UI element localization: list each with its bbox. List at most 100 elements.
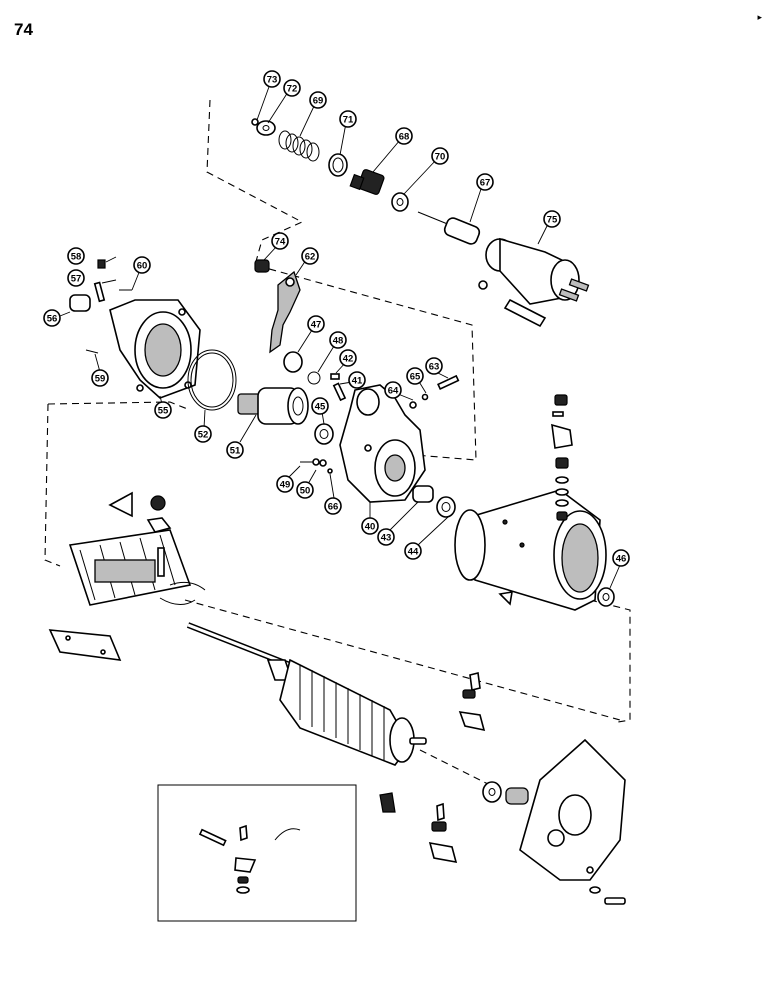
- callout-label: 63: [429, 362, 440, 373]
- callout-label: 46: [616, 554, 627, 565]
- part-72-washer: [256, 120, 276, 136]
- callout-67: 67: [476, 173, 494, 191]
- part-44-washer: [436, 496, 456, 518]
- brush-screw-bottom: [436, 802, 445, 822]
- part-56-bushing: [69, 294, 91, 312]
- callout-75: 75: [543, 210, 561, 228]
- callout-label: 40: [365, 522, 376, 533]
- part-71-ring: [328, 153, 348, 177]
- callout-52: 52: [194, 425, 212, 443]
- callouts: 73 72 69 71 68 70 67 75 74 62 58 60 57 5…: [43, 70, 630, 567]
- callout-label: 51: [230, 446, 241, 457]
- inset-bracket: [234, 857, 257, 873]
- callout-label: 60: [137, 261, 148, 272]
- callout-43: 43: [377, 528, 395, 546]
- frame-screw: [498, 591, 513, 606]
- part-65-ring: [421, 393, 429, 401]
- callout-72: 72: [283, 79, 301, 97]
- brush-nut-bottom: [431, 821, 447, 832]
- brush-plate-insulator: [48, 629, 122, 661]
- armature: [186, 622, 427, 766]
- part-46-washer: [597, 587, 615, 607]
- inset-detail-box: [157, 784, 357, 922]
- callout-label: 42: [343, 354, 354, 365]
- part-55-drive-housing: [109, 299, 201, 399]
- callout-label: 62: [305, 252, 316, 263]
- callout-59: 59: [91, 369, 109, 387]
- callout-label: 74: [275, 237, 286, 248]
- part-58-plug: [97, 259, 106, 269]
- brush-screw-top: [469, 672, 481, 691]
- part-47-seal: [283, 351, 303, 373]
- part-68-plunger-head: [349, 169, 385, 195]
- callout-label: 72: [287, 84, 298, 95]
- inset-nut: [237, 876, 249, 884]
- callout-65: 65: [406, 367, 424, 385]
- callout-69: 69: [309, 91, 327, 109]
- callout-57: 57: [67, 269, 85, 287]
- part-76-nut: [478, 280, 488, 290]
- callout-label: 50: [300, 486, 311, 497]
- end-plate-bolt: [604, 897, 626, 905]
- callout-label: 44: [408, 547, 419, 558]
- callout-40: 40: [361, 517, 379, 535]
- callout-label: 47: [311, 320, 322, 331]
- callout-42: 42: [339, 349, 357, 367]
- callout-label: 67: [480, 178, 491, 189]
- frame-to-armature-line: [184, 599, 621, 721]
- part-69-spring: [278, 130, 320, 162]
- end-washer: [482, 781, 502, 803]
- callout-label: 73: [267, 75, 278, 86]
- callout-label: 57: [71, 274, 82, 285]
- part-75-solenoid: [485, 237, 590, 328]
- part-40-center-housing: [339, 384, 426, 503]
- callout-64: 64: [384, 381, 402, 399]
- callout-label: 48: [333, 336, 344, 347]
- callout-66: 66: [324, 497, 342, 515]
- plunger-stack: [251, 118, 481, 245]
- part-42-spring: [330, 373, 340, 380]
- callout-label: 68: [399, 132, 410, 143]
- field-frame: [454, 489, 607, 611]
- part-45-washer: [314, 423, 334, 445]
- callout-60: 60: [133, 256, 151, 274]
- armature-leader-line: [419, 749, 491, 786]
- callout-50: 50: [296, 481, 314, 499]
- callout-label: 58: [71, 252, 82, 263]
- callout-label: 55: [158, 406, 169, 417]
- callout-71: 71: [339, 110, 357, 128]
- callout-74: 74: [271, 232, 289, 250]
- brush-bottom: [428, 841, 458, 864]
- callout-47: 47: [307, 315, 325, 333]
- callout-label: 41: [352, 376, 363, 387]
- callout-label: 64: [388, 386, 399, 397]
- part-62-shift-lever: [269, 270, 301, 354]
- brush-top: [458, 711, 486, 732]
- callout-label: 69: [313, 96, 324, 107]
- callout-label: 45: [315, 402, 326, 413]
- inset-spring-clip: [274, 828, 301, 841]
- part-52-gasket: [187, 349, 237, 411]
- end-bushing: [505, 787, 529, 805]
- part-73-clip: [251, 118, 259, 126]
- part-64-ring: [409, 401, 417, 409]
- brush-spring: [379, 792, 396, 813]
- part-63-pin: [437, 374, 460, 391]
- coil-terminal-stud: [157, 547, 165, 577]
- solenoid-group-outline: [206, 99, 477, 461]
- callout-49: 49: [276, 475, 294, 493]
- part-66-ball: [327, 468, 333, 474]
- callout-44: 44: [404, 542, 422, 560]
- callout-label: 52: [198, 430, 209, 441]
- callout-46: 46: [612, 549, 630, 567]
- callout-73: 73: [263, 70, 281, 88]
- field-coils: [68, 491, 206, 606]
- callout-label: 70: [435, 152, 446, 163]
- housing-group-outline: [44, 403, 61, 567]
- callout-label: 65: [410, 372, 421, 383]
- callout-62: 62: [301, 247, 319, 265]
- frame-group-outline-right: [589, 599, 631, 723]
- callout-56: 56: [43, 309, 61, 327]
